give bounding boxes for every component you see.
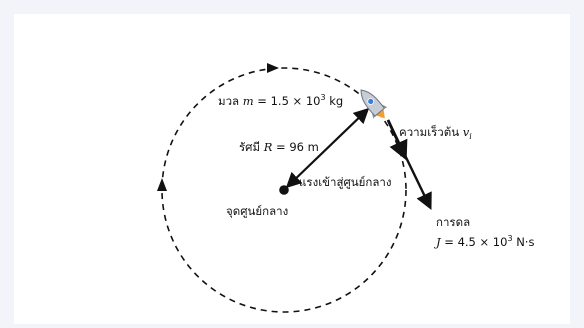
rocket-icon: [360, 89, 388, 119]
center-point-dot: [279, 185, 289, 195]
radius-label: รัศมี R = 96 m: [239, 140, 319, 154]
path-direction-arrow-left: [157, 178, 167, 191]
impulse-value-label: J = 4.5 × 103 N·s: [434, 234, 534, 249]
initial-velocity-arrow: [386, 119, 408, 161]
diagram-panel: [14, 14, 570, 324]
circular-path: [161, 67, 407, 313]
center-point-label: จุดศูนย์กลาง: [226, 204, 288, 218]
initial-velocity-label: ความเร็วต้น vi: [399, 124, 472, 141]
radius-arrow: [285, 107, 370, 189]
impulse-title-label: การดล: [436, 215, 470, 229]
centripetal-force-label: แรงเข้าสู่ศูนย์กลาง: [299, 175, 391, 189]
path-direction-arrow-top: [267, 63, 279, 73]
mass-label: มวล m = 1.5 × 103 kg: [218, 93, 343, 108]
